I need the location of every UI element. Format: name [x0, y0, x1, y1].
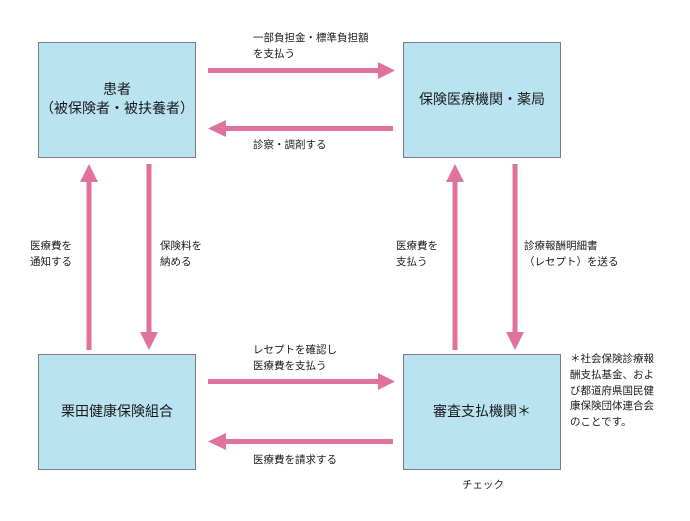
arrow-reviewer-to-provider: [446, 164, 464, 350]
footnote: ＊社会保険診療報 酬支払基金、およ び都道府県国民健 康保険団体連合会 のことで…: [570, 353, 654, 428]
insurer-box: 栗田健康保険組合: [38, 354, 196, 470]
arrow-provider-to-reviewer: [506, 164, 524, 350]
patient-sublabel: （被保険者・被扶養者）: [40, 101, 194, 117]
label-reviewer-to-insurer: 医療費を請求する: [253, 454, 337, 466]
arrow-patient-to-provider: [208, 62, 395, 79]
reviewer-box: 審査支払機関＊: [403, 354, 561, 470]
label-provider-to-patient: 診察・調剤する: [253, 139, 327, 151]
arrow-insurer-to-patient: [80, 164, 98, 350]
label-patient-to-insurer: 保険料を 納める: [160, 240, 202, 269]
arrow-provider-to-patient: [208, 120, 393, 137]
label-insurer-to-reviewer: レセプトを確認し 医療費を支払う: [253, 344, 337, 373]
arrow-reviewer-to-insurer: [208, 433, 393, 450]
reviewer-label: 審査支払機関＊: [433, 403, 531, 420]
patient-box: 患者 （被保険者・被扶養者）: [38, 42, 196, 158]
label-patient-to-provider: 一部負担金・標準負担額 を支払う: [253, 32, 369, 61]
provider-label: 保険医療機関・薬局: [419, 91, 545, 108]
label-provider-to-reviewer: 診療報酬明細書 （レセプト）を送る: [524, 240, 619, 269]
label-check: チェック: [462, 479, 504, 491]
arrow-insurer-to-reviewer: [208, 373, 395, 390]
label-insurer-to-patient: 医療費を 通知する: [30, 240, 72, 269]
arrow-patient-to-insurer: [140, 164, 158, 350]
insurer-label: 栗田健康保険組合: [61, 403, 173, 420]
patient-label: 患者: [103, 82, 131, 99]
label-reviewer-to-provider: 医療費を 支払う: [396, 240, 438, 269]
provider-box: 保険医療機関・薬局: [403, 42, 561, 158]
